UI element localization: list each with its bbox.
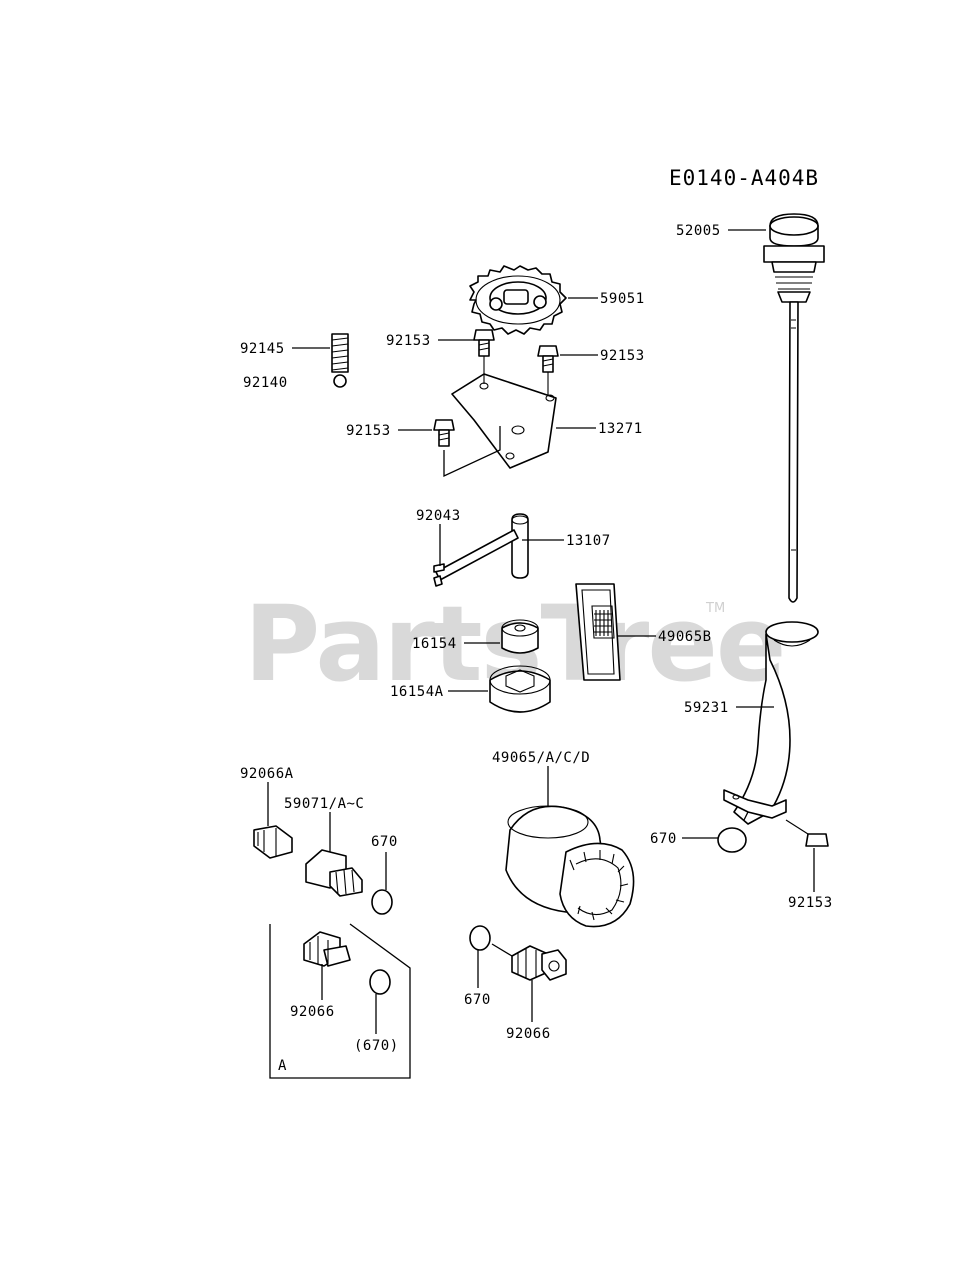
o-ring-tube[interactable]: [717, 827, 747, 853]
watermark-trademark: TM: [705, 601, 725, 616]
label-92153-a[interactable]: 92153: [386, 333, 431, 349]
label-92043[interactable]: 92043: [416, 508, 461, 524]
diagram-code: E0140-A404B: [669, 166, 819, 190]
label-16154[interactable]: 16154: [412, 636, 457, 652]
drain-plug-part-b[interactable]: [303, 931, 351, 967]
ball-part[interactable]: [333, 374, 347, 388]
bolt-part-a[interactable]: [473, 329, 495, 357]
label-13271[interactable]: 13271: [598, 421, 643, 437]
drain-plug-part-a[interactable]: [253, 825, 293, 859]
leader-670-b-ring: [743, 811, 749, 821]
gear-part[interactable]: [469, 265, 567, 335]
label-92145[interactable]: 92145: [240, 341, 285, 357]
filler-tube-part[interactable]: [723, 621, 819, 825]
label-59051[interactable]: 59051: [600, 291, 645, 307]
drain-fitting-part[interactable]: [305, 849, 363, 897]
oil-screen-part[interactable]: [575, 583, 621, 681]
label-92066-a[interactable]: 92066: [290, 1004, 335, 1020]
leader-670-c-ring: [491, 943, 513, 957]
bolt-part-d[interactable]: [785, 819, 829, 847]
label-92140[interactable]: 92140: [243, 375, 288, 391]
label-92153-b[interactable]: 92153: [600, 348, 645, 364]
label-59071[interactable]: 59071/A~C: [284, 796, 364, 812]
label-92066A[interactable]: 92066A: [240, 766, 294, 782]
label-92153-c[interactable]: 92153: [346, 423, 391, 439]
label-92153-d[interactable]: 92153: [788, 895, 833, 911]
label-49065B[interactable]: 49065B: [658, 629, 712, 645]
pin-part[interactable]: [433, 563, 445, 573]
label-92066-b[interactable]: 92066: [506, 1026, 551, 1042]
group-a-label: A: [278, 1058, 287, 1074]
plate-assembly-bracket: [443, 426, 501, 478]
o-ring-paren[interactable]: [369, 969, 391, 995]
label-670-b[interactable]: 670: [650, 831, 677, 847]
label-13107[interactable]: 13107: [566, 533, 611, 549]
label-670-paren[interactable]: (670): [354, 1038, 399, 1054]
dipstick-part[interactable]: [763, 213, 825, 603]
label-52005[interactable]: 52005: [676, 223, 721, 239]
group-a-bracket: [269, 923, 411, 1079]
spring-part[interactable]: [331, 333, 349, 373]
plate-part[interactable]: [451, 356, 557, 469]
o-ring-filter[interactable]: [469, 925, 491, 951]
label-49065[interactable]: 49065/A/C/D: [492, 750, 590, 766]
inner-rotor-part[interactable]: [501, 619, 539, 654]
oil-filter-part[interactable]: [505, 805, 635, 928]
bolt-part-b[interactable]: [537, 345, 559, 373]
bolt-part-c[interactable]: [433, 419, 455, 447]
label-670-c[interactable]: 670: [464, 992, 491, 1008]
label-16154A[interactable]: 16154A: [390, 684, 444, 700]
drain-plug-part-c[interactable]: [511, 945, 567, 981]
label-670-a[interactable]: 670: [371, 834, 398, 850]
label-59231[interactable]: 59231: [684, 700, 729, 716]
shaft-part[interactable]: [433, 513, 529, 587]
outer-rotor-part[interactable]: [489, 665, 551, 713]
o-ring-a[interactable]: [371, 889, 393, 915]
